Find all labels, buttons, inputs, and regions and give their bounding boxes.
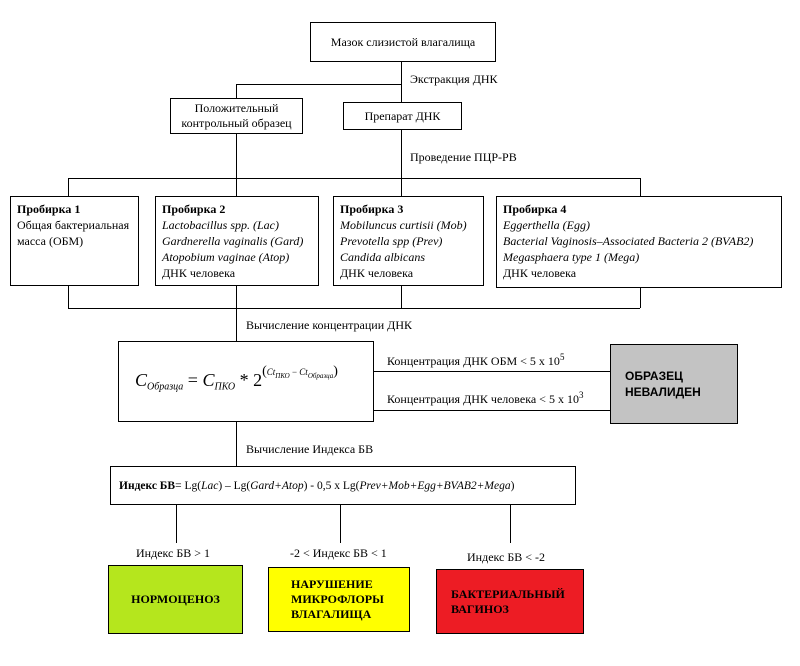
conc-label: Вычисление концентрации ДНК — [246, 318, 412, 332]
tube-line: Prevotella spp (Prev) — [340, 234, 443, 248]
extraction-label: Экстракция ДНК — [410, 72, 498, 86]
tube-line: Mobiluncus curtisii (Mob) — [340, 218, 467, 232]
result-line: ВАГИНОЗ — [451, 601, 509, 616]
connector — [68, 308, 640, 309]
connector — [236, 84, 237, 98]
result-line: МИКРОФЛОРЫ — [291, 592, 384, 606]
tube-title: Пробирка 4 — [503, 202, 567, 216]
result-bacterial-vaginosis: БАКТЕРИАЛЬНЫЙ ВАГИНОЗ — [436, 569, 584, 634]
top-box-label: Мазок слизистой влагалища — [330, 34, 476, 49]
tube-4: Пробирка 4 Eggerthella (Egg) Bacterial V… — [496, 196, 782, 288]
concentration-formula-box: CОбразца = CПКО * 2(CtПКО − CtОбразца) — [118, 341, 374, 422]
result-microflora-disturbance: НАРУШЕНИЕ МИКРОФЛОРЫ ВЛАГАЛИЩА — [268, 567, 410, 632]
positive-control-line: Положительный — [194, 101, 279, 115]
tube-title: Пробирка 3 — [340, 202, 404, 216]
condition-human: Концентрация ДНК человека < 5 x 103 — [387, 390, 584, 406]
connector — [236, 84, 402, 85]
positive-control-line: контрольный образец — [181, 116, 292, 130]
pcr-label: Проведение ПЦР-РВ — [410, 150, 517, 164]
top-box: Мазок слизистой влагалища — [310, 22, 496, 62]
connector — [68, 178, 69, 196]
connector — [510, 505, 511, 543]
threshold-normal: Индекс БВ > 1 — [136, 546, 211, 560]
condition-obm: Концентрация ДНК ОБМ < 5 x 105 — [387, 352, 565, 368]
tube-title: Пробирка 1 — [17, 202, 81, 216]
dna-prep-box: Препарат ДНК — [343, 102, 462, 130]
tube-title: Пробирка 2 — [162, 202, 226, 216]
tube-line: Общая бактериальная — [17, 218, 130, 232]
tube-line: Atopobium vaginae (Atop) — [162, 250, 290, 264]
positive-control-box: Положительный контрольный образец — [170, 98, 303, 134]
tube-3: Пробирка 3 Mobiluncus curtisii (Mob) Pre… — [333, 196, 484, 286]
tube-line: Bacterial Vaginosis–Associated Bacteria … — [503, 234, 754, 248]
connector — [176, 505, 177, 543]
tube-line: Eggerthella (Egg) — [503, 218, 590, 232]
index-calc-label: Вычисление Индекса БВ — [246, 442, 374, 456]
connector — [401, 130, 402, 179]
tube-line: Lactobacillus spp. (Lac) — [162, 218, 279, 232]
dna-prep-label: Препарат ДНК — [364, 108, 441, 123]
result-line: НОРМОЦЕНОЗ — [131, 592, 220, 606]
connector — [401, 61, 402, 102]
connector — [373, 371, 610, 372]
connector — [401, 178, 402, 196]
index-formula-box: Индекс БВ = Lg(Lac) – Lg(Gard+Atop) - 0,… — [110, 466, 576, 505]
tube-line: ДНК человека — [162, 266, 236, 280]
invalid-sample-box: ОБРАЗЕЦ НЕВАЛИДЕН — [610, 344, 738, 424]
threshold-disturbance: -2 < Индекс БВ < 1 — [290, 546, 387, 560]
result-line: ВЛАГАЛИЩА — [291, 607, 372, 621]
tube-line: масса (ОБМ) — [17, 234, 84, 248]
connector — [340, 505, 341, 543]
connector — [373, 410, 610, 411]
tube-line: Candida albicans — [340, 250, 426, 264]
connector — [236, 133, 237, 196]
connector — [236, 422, 237, 466]
connector — [68, 286, 69, 308]
tube-line: ДНК человека — [503, 266, 577, 280]
tube-line: Megasphaera type 1 (Mega) — [503, 250, 640, 264]
tube-1: Пробирка 1 Общая бактериальная масса (ОБ… — [10, 196, 139, 286]
invalid-line: ОБРАЗЕЦ — [625, 369, 683, 383]
concentration-formula: CОбразца = CПКО * 2(CtПКО − CtОбразца) — [135, 364, 338, 393]
invalid-line: НЕВАЛИДЕН — [625, 385, 701, 399]
connector — [640, 178, 641, 196]
connector — [401, 286, 402, 308]
tube-2: Пробирка 2 Lactobacillus spp. (Lac) Gard… — [155, 196, 319, 286]
tube-line: ДНК человека — [340, 266, 414, 280]
connector — [68, 178, 640, 179]
result-line: НАРУШЕНИЕ — [291, 577, 373, 591]
connector — [236, 286, 237, 341]
threshold-vaginosis: Индекс БВ < -2 — [467, 550, 546, 564]
result-line: БАКТЕРИАЛЬНЫЙ — [451, 586, 565, 601]
connector — [640, 288, 641, 308]
tube-line: Gardnerella vaginalis (Gard) — [162, 234, 304, 248]
result-normocenosis: НОРМОЦЕНОЗ — [108, 565, 243, 634]
